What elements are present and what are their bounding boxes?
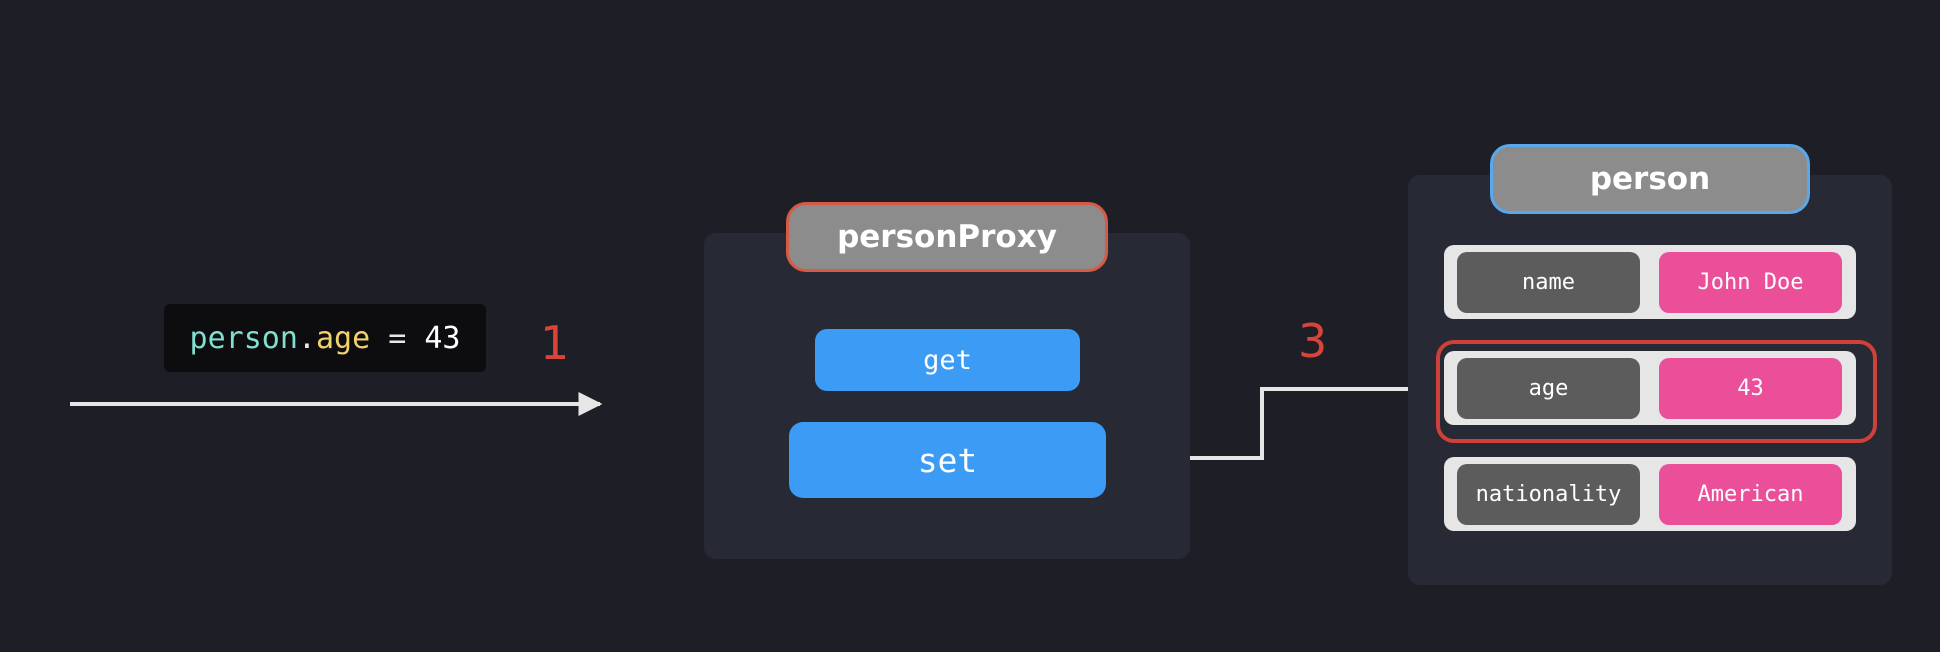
set-trap: set (789, 422, 1106, 498)
property-key-name: name (1457, 252, 1640, 313)
code-operator: = (370, 320, 425, 356)
proxy-panel (704, 233, 1190, 559)
proxy-title: personProxy (786, 202, 1108, 272)
code-object: person (189, 320, 298, 356)
property-value-name: John Doe (1659, 252, 1842, 313)
property-key-age: age (1457, 358, 1640, 419)
code-value: 43 (424, 320, 461, 356)
property-value-nationality: American (1659, 464, 1842, 525)
code-snippet: person.age = 43 (164, 304, 486, 372)
step-1-label: 1 (540, 316, 570, 370)
get-trap: get (815, 329, 1080, 391)
target-title: person (1490, 144, 1810, 214)
set-to-age-arrow (1147, 377, 1433, 460)
property-value-age: 43 (1659, 358, 1842, 419)
step-3-label: 3 (1298, 314, 1328, 368)
age-highlight (1436, 340, 1877, 443)
code-dot: . (297, 320, 316, 356)
property-key-nationality: nationality (1457, 464, 1640, 525)
code-property: age (315, 320, 371, 356)
